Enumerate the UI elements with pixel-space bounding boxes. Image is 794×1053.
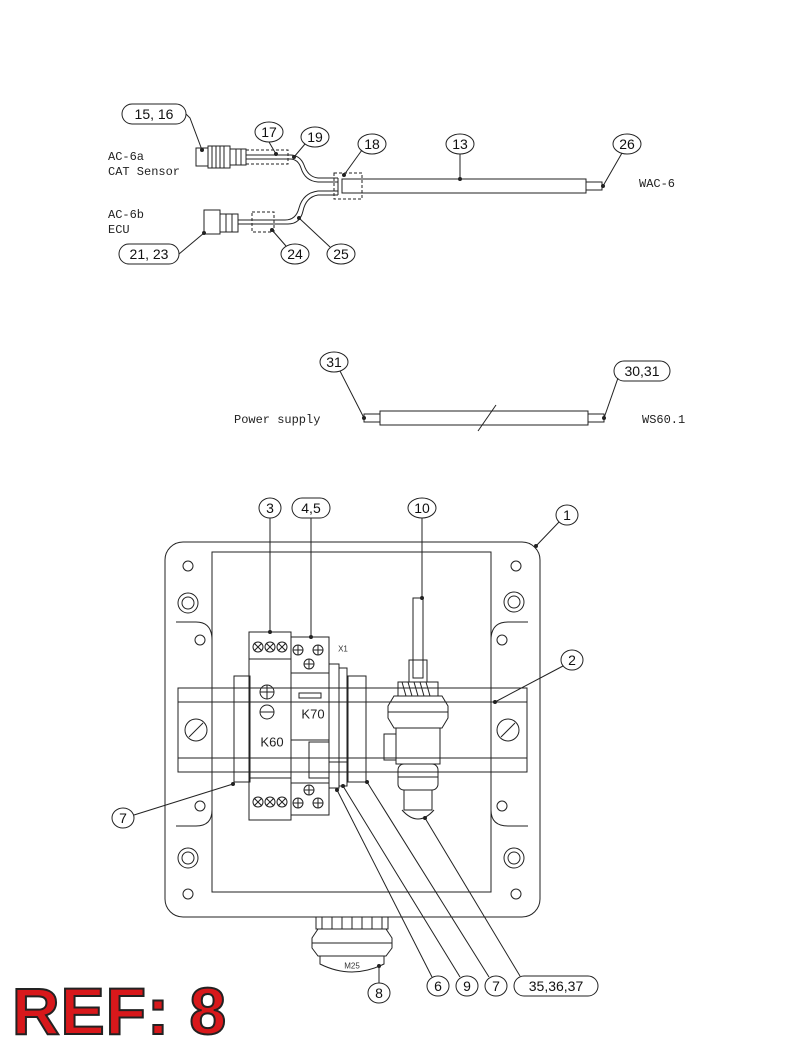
harness-callouts — [118, 103, 642, 265]
callout-1 — [555, 504, 579, 526]
sleeve-17 — [245, 149, 289, 165]
power-cable — [319, 351, 671, 432]
enclosure-outer — [164, 541, 541, 918]
callout-4-5-text: 4,5 — [301, 500, 321, 516]
callout-13-text: 13 — [452, 136, 468, 152]
callout-2-text: 2 — [568, 652, 576, 668]
callout-2 — [560, 649, 584, 671]
relay-k70-label: K70 — [301, 707, 324, 722]
callout-8-text: 8 — [375, 985, 383, 1001]
connector-b-sublabel: ECU — [108, 223, 130, 237]
callout-35-36-37 — [513, 975, 599, 997]
connector-a-sublabel: CAT Sensor — [108, 165, 180, 179]
sleeve-24 — [251, 211, 275, 233]
main-cable-13 — [341, 178, 587, 194]
connector-b-label: AC-6b — [108, 208, 144, 222]
splice-18 — [333, 172, 363, 200]
cable-end-26 — [585, 181, 603, 191]
callout-7-right — [484, 975, 508, 997]
din-rail-2 — [177, 687, 528, 773]
reference-number: REF: 8 — [11, 974, 228, 1048]
terminal-block-6 — [328, 663, 348, 789]
branch-wire-b2 — [238, 194, 338, 225]
enclosure-inner — [211, 551, 492, 893]
cable-gland-8 — [311, 916, 393, 973]
callout-21-23-text: 21, 23 — [130, 246, 169, 262]
relay-k70 — [290, 636, 330, 816]
callout-31 — [319, 351, 349, 373]
callout-35-36-37-text: 35,36,37 — [529, 978, 584, 994]
connector-a-label: AC-6a — [108, 150, 144, 164]
cable-harness — [195, 145, 603, 235]
relay-k60 — [248, 631, 292, 821]
callout-17-text: 17 — [261, 124, 277, 140]
cat-sensor-connector — [195, 145, 247, 169]
ecu-connector — [203, 209, 239, 235]
callout-24-text: 24 — [287, 246, 303, 262]
callout-7-left — [111, 807, 135, 829]
gland-label: M25 — [344, 962, 360, 971]
relay-k60-label: K60 — [260, 735, 283, 750]
end-stop-right — [347, 675, 367, 783]
mounting-holes — [177, 560, 525, 900]
callout-9 — [455, 975, 479, 997]
callout-18 — [357, 133, 387, 155]
callout-7-right-text: 7 — [492, 978, 500, 994]
callout-18-text: 18 — [364, 136, 380, 152]
cable-end-label: WAC-6 — [639, 177, 675, 191]
callout-24 — [280, 243, 310, 265]
branch-wire-a2 — [246, 158, 338, 183]
cable-break-mark — [477, 404, 497, 432]
callout-25 — [326, 243, 356, 265]
power-right-label: WS60.1 — [642, 413, 685, 427]
callout-30-31 — [613, 360, 671, 382]
callout-6-text: 6 — [434, 978, 442, 994]
callout-31-text: 31 — [326, 354, 342, 370]
callout-25-text: 25 — [333, 246, 349, 262]
enclosure — [164, 541, 541, 973]
callout-15-16-text: 15, 16 — [135, 106, 174, 122]
callout-19-text: 19 — [307, 129, 323, 145]
callout-19 — [300, 126, 330, 148]
enclosure-callouts — [111, 497, 599, 1004]
callout-1-text: 1 — [563, 507, 571, 523]
callout-26 — [612, 133, 642, 155]
branch-wire-b — [238, 190, 338, 221]
terminal-label: X1 — [338, 645, 348, 654]
sensor-probe-10 — [383, 597, 449, 820]
callout-6 — [426, 975, 450, 997]
branch-wire-a — [246, 154, 338, 179]
callout-10-text: 10 — [414, 500, 430, 516]
callout-9-text: 9 — [463, 978, 471, 994]
callout-7-left-text: 7 — [119, 810, 127, 826]
end-stop-left — [233, 675, 251, 783]
callout-3-text: 3 — [266, 500, 274, 516]
callout-26-text: 26 — [619, 136, 635, 152]
power-left-label: Power supply — [234, 413, 320, 427]
callout-30-31-text: 30,31 — [624, 363, 659, 379]
